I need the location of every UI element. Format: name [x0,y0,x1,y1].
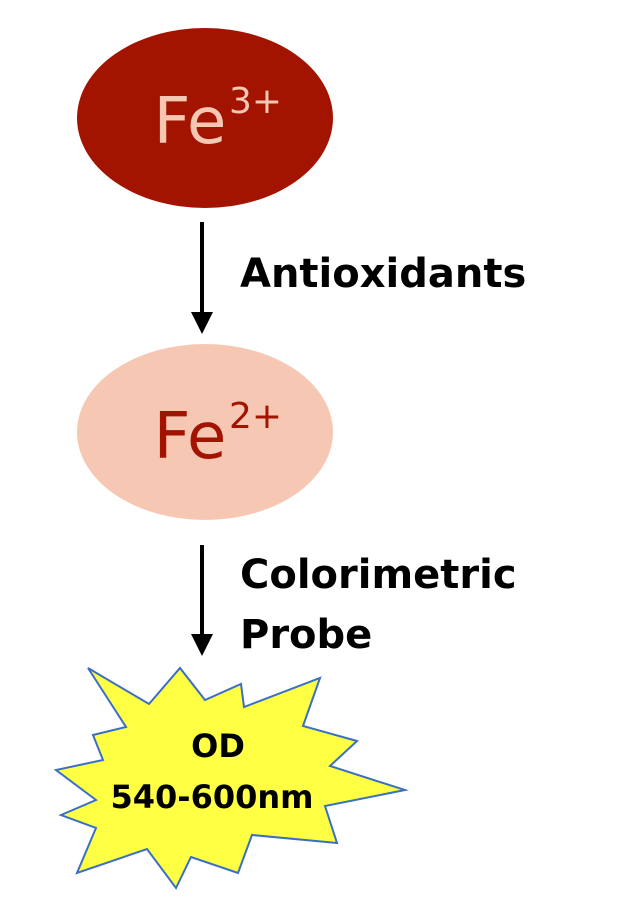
antioxidants-label: Antioxidants [240,251,526,297]
od-starburst-shape [53,666,409,890]
reduction-arrowhead [191,312,213,334]
fe2-symbol: Fe [154,400,227,474]
od-label: OD [191,727,245,765]
fe3-ellipse [77,28,333,208]
probe-label: Probe [240,612,372,658]
fe3-node: Fe 3+ [77,28,333,208]
od-burst: OD 540-600nm [53,666,409,890]
fe3-symbol: Fe [154,85,227,159]
fe3-charge: 3+ [229,81,282,122]
fe2-ellipse [77,344,333,520]
fe2-label: Fe [154,400,227,474]
colorimetric-label: Colorimetric [240,552,517,598]
fe2-node: Fe 2+ [77,344,333,520]
fe2-charge: 2+ [229,396,282,437]
fe3-label: Fe [154,85,227,159]
detection-arrowhead [191,634,213,656]
wavelength-label: 540-600nm [111,778,314,816]
